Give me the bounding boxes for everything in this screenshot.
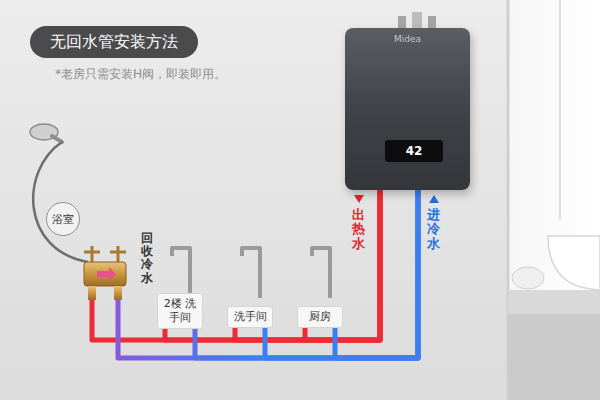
cold-water-pipe	[118, 190, 418, 358]
fixture-box: 洗手间	[227, 306, 273, 328]
display-reading: 42	[406, 144, 423, 158]
bathroom-circle: 浴室	[46, 202, 80, 236]
return-cold-label: 回收冷水	[141, 232, 153, 285]
faucet	[312, 248, 330, 298]
display-screen: 42	[385, 140, 443, 162]
bathroom-label: 浴室	[52, 212, 74, 227]
title-pill: 无回水管安装方法	[30, 26, 198, 58]
cold-water-pipe	[335, 190, 418, 358]
cold-water-pipe	[195, 190, 418, 358]
hot-water-pipe	[92, 190, 380, 340]
cold-flow-arrow	[429, 195, 439, 203]
note: *老房只需安装H阀，即装即用。	[55, 66, 226, 83]
valve-leg	[114, 286, 122, 300]
step	[508, 314, 600, 400]
fixture-label: 洗手间	[231, 310, 269, 324]
fixture-box: 2楼 洗手间	[157, 293, 203, 329]
valve-handle	[91, 246, 94, 262]
shower-handle	[52, 136, 62, 142]
h-valve	[84, 262, 126, 286]
fixture-label: 2楼 洗手间	[161, 297, 199, 325]
window-frame	[559, 0, 561, 220]
fixture-label: 厨房	[301, 310, 339, 324]
brand-logo: Midea	[394, 34, 421, 44]
fixture-box: 厨房	[297, 306, 343, 328]
valve-arrow	[97, 267, 116, 281]
step	[508, 290, 600, 314]
window	[508, 0, 600, 400]
cold-inlet-label: 进冷水	[427, 208, 440, 251]
title-text: 无回水管安装方法	[50, 32, 178, 53]
valve-leg	[88, 286, 96, 300]
valve-handle	[117, 246, 120, 262]
cold-water-pipe	[265, 190, 418, 358]
shower-hose	[33, 142, 88, 262]
towel	[512, 267, 544, 289]
bathtub	[548, 236, 600, 290]
water-heater: 42	[345, 28, 470, 190]
bathroom-node: 浴室	[38, 198, 138, 300]
faucet	[242, 248, 260, 298]
hot-flow-arrow	[354, 195, 364, 203]
hot-outlet-label: 出热水	[352, 208, 365, 251]
faucet	[172, 248, 190, 298]
